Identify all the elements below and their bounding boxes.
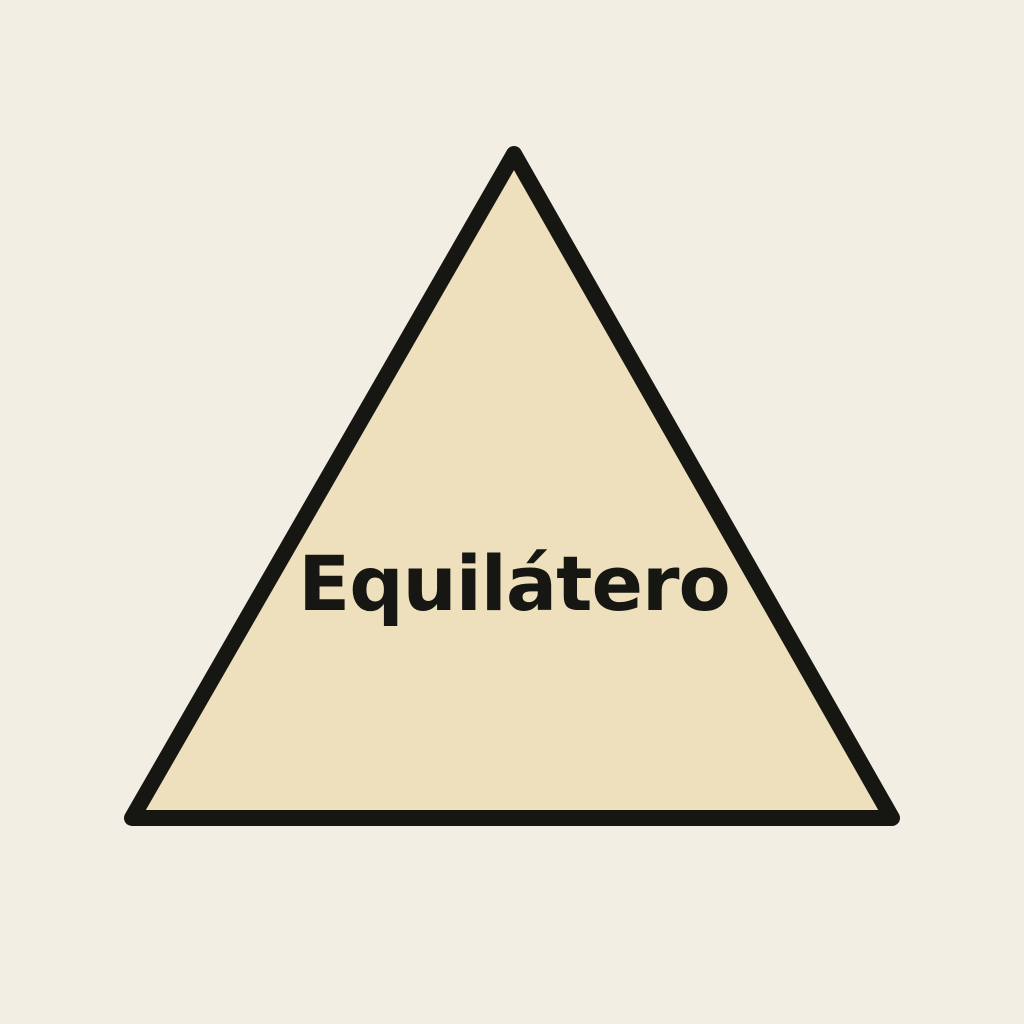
triangle-label: Equilátero: [298, 539, 729, 628]
equilateral-triangle: [124, 146, 900, 826]
